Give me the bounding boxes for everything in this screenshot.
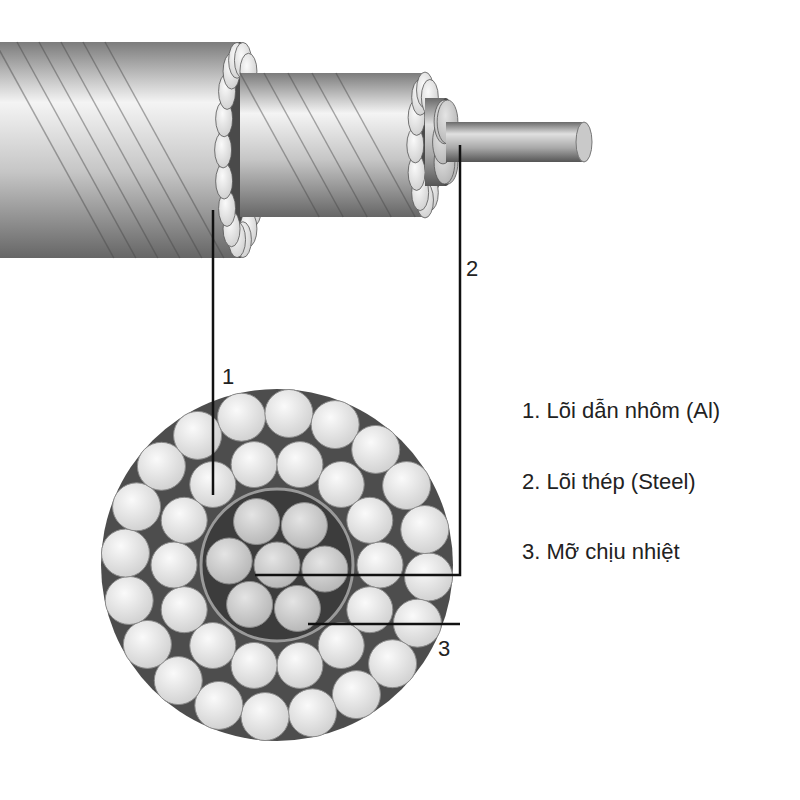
legend-text: 1. Lõi dẫn nhôm (Al) — [522, 398, 720, 424]
aluminium-strand — [277, 642, 323, 688]
strand-twist — [240, 73, 319, 217]
steel-strand — [254, 542, 300, 588]
callout-number: 2 — [466, 256, 478, 282]
leader-lines — [213, 145, 460, 624]
aluminium-strand — [265, 389, 313, 437]
leader-line — [212, 210, 215, 495]
aluminium-strand — [288, 689, 336, 737]
aluminium-strand — [277, 442, 323, 488]
strand-layer-body — [240, 73, 425, 217]
strand-twist — [288, 73, 367, 217]
cable-layer — [0, 42, 265, 258]
strand-twist — [336, 73, 415, 217]
callout-number: 3 — [438, 636, 450, 662]
legend-text: 2. Lõi thép (Steel) — [522, 469, 696, 495]
callout-number: 1 — [222, 364, 234, 390]
strand-twist — [61, 42, 180, 258]
aluminium-strand — [357, 542, 403, 588]
aluminium-strand — [123, 620, 171, 668]
strand-twist — [312, 73, 391, 217]
steel-strand — [234, 499, 280, 545]
aluminium-strand — [405, 553, 453, 601]
aluminium-strand — [101, 529, 149, 577]
aluminium-strand — [195, 681, 243, 729]
aluminium-strand — [105, 576, 153, 624]
steel-strand — [281, 503, 327, 549]
aluminium-strand — [218, 393, 266, 441]
aluminium-strand — [383, 462, 431, 510]
section-background — [101, 389, 453, 741]
strand-end — [215, 132, 232, 168]
strand-layer-body — [0, 42, 240, 258]
strand-end — [576, 122, 592, 162]
aluminium-strand — [231, 642, 277, 688]
aluminium-strand — [174, 411, 222, 459]
cable-layer — [240, 72, 443, 218]
steel-center-strand — [446, 122, 584, 162]
aluminium-strand — [311, 401, 359, 449]
cable-3d-view — [0, 42, 592, 258]
aluminium-strand — [231, 442, 277, 488]
aluminium-strand — [347, 497, 393, 543]
strand-twist — [83, 42, 202, 258]
aluminium-strand — [151, 542, 197, 588]
leader-line — [308, 623, 460, 626]
aluminium-strand — [113, 483, 161, 531]
aluminium-strand — [401, 506, 449, 554]
strand-twist — [17, 42, 136, 258]
steel-strand — [227, 581, 273, 627]
strand-twist — [105, 42, 224, 258]
leader-line — [255, 145, 460, 575]
aluminium-strand — [161, 587, 207, 633]
legend-text: 3. Mỡ chịu nhiệt — [522, 539, 680, 565]
heat-grease-ring — [201, 489, 353, 641]
aluminium-strand — [332, 671, 380, 719]
steel-strand — [206, 538, 252, 584]
strand-twist — [264, 73, 343, 217]
aluminium-strand — [318, 623, 364, 669]
strand-end — [216, 163, 233, 199]
aluminium-strand — [241, 693, 289, 741]
steel-strand — [302, 546, 348, 592]
cross-section — [101, 389, 453, 741]
strand-twist — [39, 42, 158, 258]
